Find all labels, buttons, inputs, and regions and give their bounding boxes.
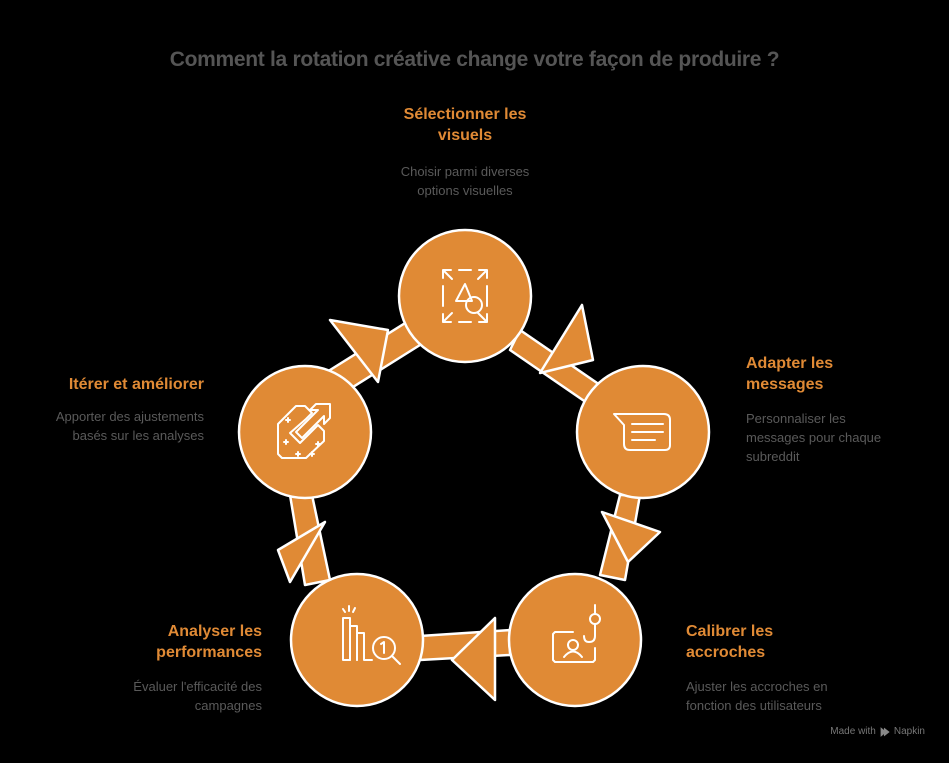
step-5-description: Apporter des ajustements basés sur les a… [55, 409, 204, 443]
step-3-title: Calibrer les accroches [686, 623, 774, 661]
step-2-description: Personnaliser les messages pour chaque s… [746, 411, 882, 464]
shapes-expand-icon [442, 269, 488, 323]
step-circle-5 [237, 364, 373, 500]
step-1-title: Sélectionner les visuels [403, 106, 527, 144]
step-4-description: Évaluer l'efficacité des campagnes [133, 679, 262, 713]
message-bubble-icon [613, 413, 671, 451]
chart-magnifier-icon [342, 605, 401, 665]
step-circle-1 [397, 228, 533, 364]
arrowhead-3-4 [450, 616, 497, 702]
arrowhead-5-1 [328, 318, 390, 384]
improve-arrow-icon [277, 403, 331, 459]
napkin-logo-icon [880, 726, 890, 737]
diagram-title: Comment la rotation créative change votr… [169, 48, 780, 71]
made-with-napkin-badge: Made with Napkin [830, 726, 925, 737]
arrowhead-4-5 [276, 520, 327, 584]
step-3-description: Ajuster les accroches en fonction des ut… [686, 679, 828, 713]
arrowhead-1-2 [538, 303, 595, 375]
hook-user-icon [552, 604, 601, 663]
step-4-title: Analyser les performances [156, 623, 262, 661]
step-2-title: Adapter les messages [746, 355, 834, 393]
step-1-description: Choisir parmi diverses options visuelles [400, 164, 530, 198]
arrowhead-2-3 [600, 510, 662, 564]
step-5-title: Itérer et améliorer [68, 376, 204, 393]
